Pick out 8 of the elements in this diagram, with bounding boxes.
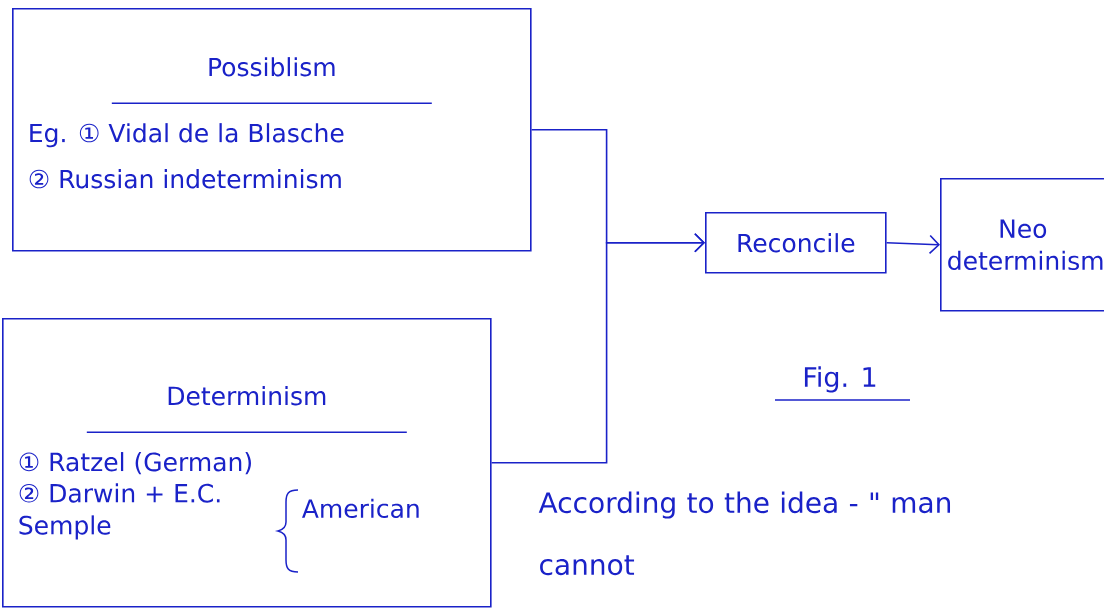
process-box: Neo determinism bbox=[940, 178, 1104, 312]
arrow bbox=[885, 234, 940, 255]
figure-caption: Fig. 1 bbox=[804, 366, 876, 393]
arrow bbox=[490, 233, 705, 464]
note-text: According to the idea - " man cannot bbox=[538, 491, 950, 576]
process-box: Reconcile bbox=[705, 212, 887, 274]
process-box: Determinism ① Ratzel (German) ② Darwin + E.C. Semple American bbox=[2, 318, 492, 608]
process-box: Possiblism Eg. ① Vidal de la Blasche ② Russian indeterminism bbox=[12, 8, 532, 252]
